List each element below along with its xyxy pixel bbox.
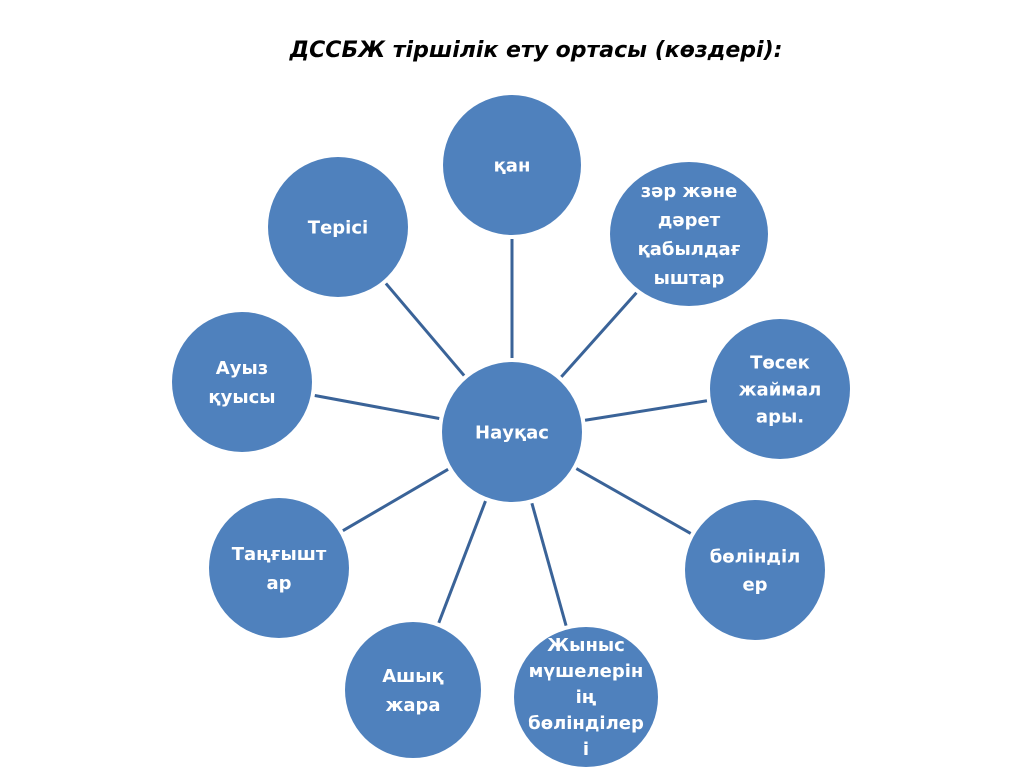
tosek-circle (710, 319, 850, 459)
terisi-label-line: Терісі (308, 217, 368, 238)
connector-ashyq (437, 500, 487, 624)
tangyshtar-label-line: Таңғышт (232, 544, 327, 565)
zhynys-label-line: і (583, 739, 589, 760)
terisi-circle (268, 157, 408, 297)
zar-label-line: қабылдағ (638, 239, 741, 260)
zar-label-line: зәр және (641, 181, 738, 202)
connector-tosek (584, 399, 708, 422)
bolindiler-label-line: ер (742, 574, 767, 595)
tangyshtar-circle (209, 498, 349, 638)
center-label-line: Науқас (475, 423, 549, 444)
qan-label-line: қан (494, 155, 531, 176)
zhynys-circle (514, 627, 658, 767)
zhynys-label-line: Жыныс (547, 635, 625, 656)
node-zar: зәр және дәрет қабылдағ ыштар (610, 162, 768, 306)
bolindiler-label-line: бөлінділ (710, 546, 801, 567)
node-bolindiler: бөлінділ ер (685, 500, 825, 640)
diagram-title-text: ДССБЖ тіршілік ету ортасы (көздері): (289, 38, 783, 63)
bolindiler-circle (685, 500, 825, 640)
zhynys-label-line: мүшелерін (529, 661, 644, 682)
zar-label-line: ыштар (654, 268, 725, 289)
tosek-label-line: жаймал (739, 379, 822, 400)
zar-label-line: дәрет (658, 210, 721, 231)
node-tosek: Төсек жаймал ары. (710, 319, 850, 459)
ashyq-label-line: жара (385, 695, 440, 716)
node-ashyq: Ашық жара (345, 622, 481, 758)
zhynys-label-line: ің (576, 687, 597, 708)
zhynys-label-line: бөлінділер (528, 713, 644, 734)
tangyshtar-label-line: ар (266, 573, 291, 594)
connector-tangyshtar (342, 468, 449, 532)
node-auyz: Ауыз қуысы (172, 312, 312, 452)
node-terisi: Терісі (268, 157, 408, 297)
connectors (314, 239, 708, 626)
auyz-circle (172, 312, 312, 452)
ashyq-circle (345, 622, 481, 758)
auyz-label-line: қуысы (208, 387, 275, 408)
qan-circle (443, 95, 581, 235)
connector-auyz (314, 393, 440, 421)
node-zhynys: Жыныс мүшелерін ің бөлінділер і (514, 627, 658, 767)
diagram-title: ДССБЖ тіршілік ету ортасы (көздері): (0, 38, 1024, 63)
node-tangyshtar: Таңғышт ар (209, 498, 349, 638)
tosek-label-line: Төсек (750, 352, 810, 373)
connector-terisi (384, 282, 466, 377)
node-qan: қан (443, 95, 581, 235)
connector-bolindiler (575, 467, 692, 535)
connector-zhynys (530, 502, 568, 626)
center-node: Науқас (442, 362, 582, 502)
tosek-label-line: ары. (756, 406, 804, 427)
center-circle (442, 362, 582, 502)
zar-circle (610, 162, 768, 306)
connector-zar (560, 291, 638, 378)
ashyq-label-line: Ашық (382, 666, 444, 687)
auyz-label-line: Ауыз (216, 358, 268, 379)
